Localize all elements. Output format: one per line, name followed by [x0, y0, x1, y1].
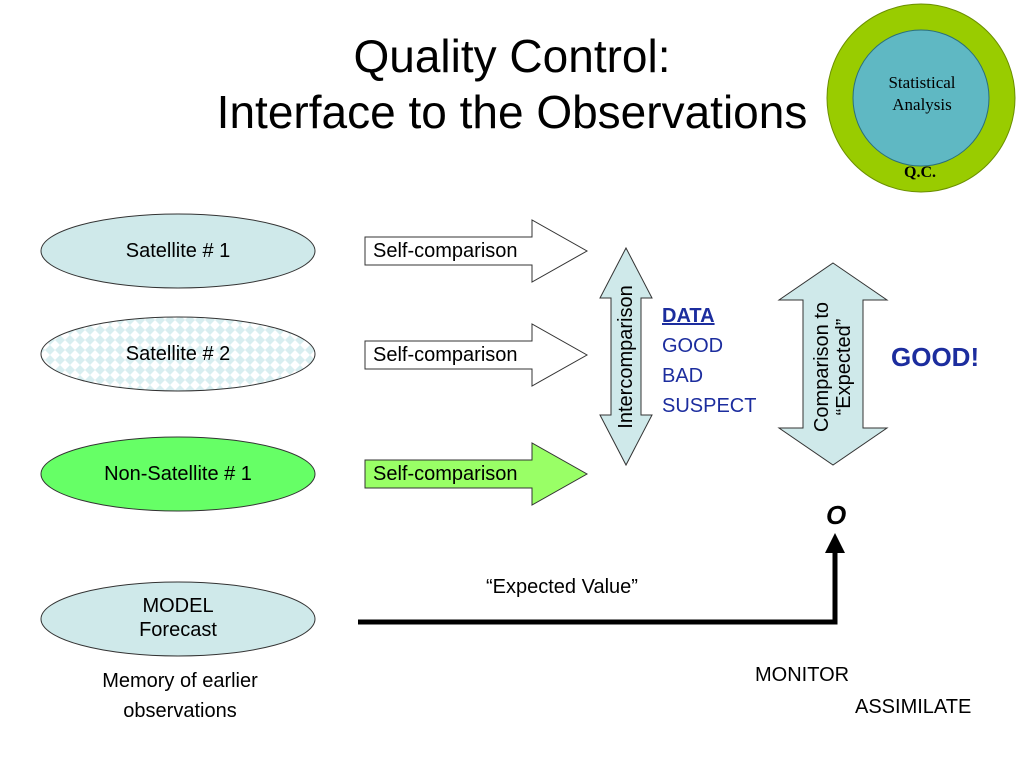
title-line-1: Quality Control:: [353, 30, 671, 82]
good-result-label: GOOD!: [891, 342, 980, 372]
comparison-expected-line-1: Comparison to: [811, 301, 833, 433]
comparison-expected-line-2: “Expected”: [833, 318, 855, 416]
assimilate-label: ASSIMILATE: [855, 696, 972, 718]
status-suspect: SUSPECT: [662, 395, 757, 417]
model-line-2: Forecast: [139, 619, 217, 641]
memory-note: Memory of earlier observations: [102, 670, 258, 722]
title-line-2: Interface to the Observations: [216, 86, 808, 138]
self-comparison-label-3: Self-comparison: [373, 463, 518, 485]
statistical-analysis-label: Statistical Analysis: [862, 72, 982, 116]
expected-value-label: “Expected Value”: [486, 576, 638, 598]
comparison-expected-arrow: [777, 262, 889, 466]
self-comparison-arrow-3: [364, 442, 589, 506]
self-comparison-arrow-2: [364, 323, 589, 387]
page-title: Quality Control: Interface to the Observ…: [0, 28, 1024, 140]
status-header: DATA: [662, 305, 715, 327]
satellite-1-ellipse: [40, 213, 316, 289]
monitor-label: MONITOR: [755, 664, 850, 686]
self-comparison-arrow-1: [364, 219, 589, 283]
non-satellite-1-label: Non-Satellite # 1: [104, 463, 252, 485]
self-comparison-label-1: Self-comparison: [373, 240, 518, 262]
qc-inner-text-2: Analysis: [892, 95, 952, 114]
intercomparison-label: Intercomparison: [615, 285, 637, 429]
qc-label: Q.C.: [904, 164, 936, 181]
model-forecast-ellipse: [40, 581, 316, 657]
non-satellite-1-ellipse: [40, 436, 316, 512]
intercomparison-arrow: [599, 246, 653, 467]
status-good: GOOD: [662, 335, 724, 357]
data-status-list: DATA GOOD BAD SUSPECT: [662, 301, 756, 421]
qc-inner-text-1: Statistical: [888, 73, 956, 92]
model-forecast-label: MODEL Forecast: [41, 592, 315, 644]
expected-value-arrowhead: [825, 533, 845, 553]
self-comparison-label-2: Self-comparison: [373, 344, 518, 366]
qc-badge: [826, 3, 1016, 193]
comparison-expected-label: Comparison to “Expected”: [811, 297, 855, 437]
satellite-1-label: Satellite # 1: [125, 240, 231, 262]
satellite-2-ellipse: [40, 316, 316, 392]
model-line-1: MODEL: [142, 595, 214, 617]
status-bad: BAD: [662, 365, 704, 387]
observation-mark: O: [826, 500, 847, 530]
satellite-2-label: Satellite # 2: [125, 343, 231, 365]
qc-inner-circle: [852, 29, 990, 167]
expected-value-line: [358, 552, 838, 625]
